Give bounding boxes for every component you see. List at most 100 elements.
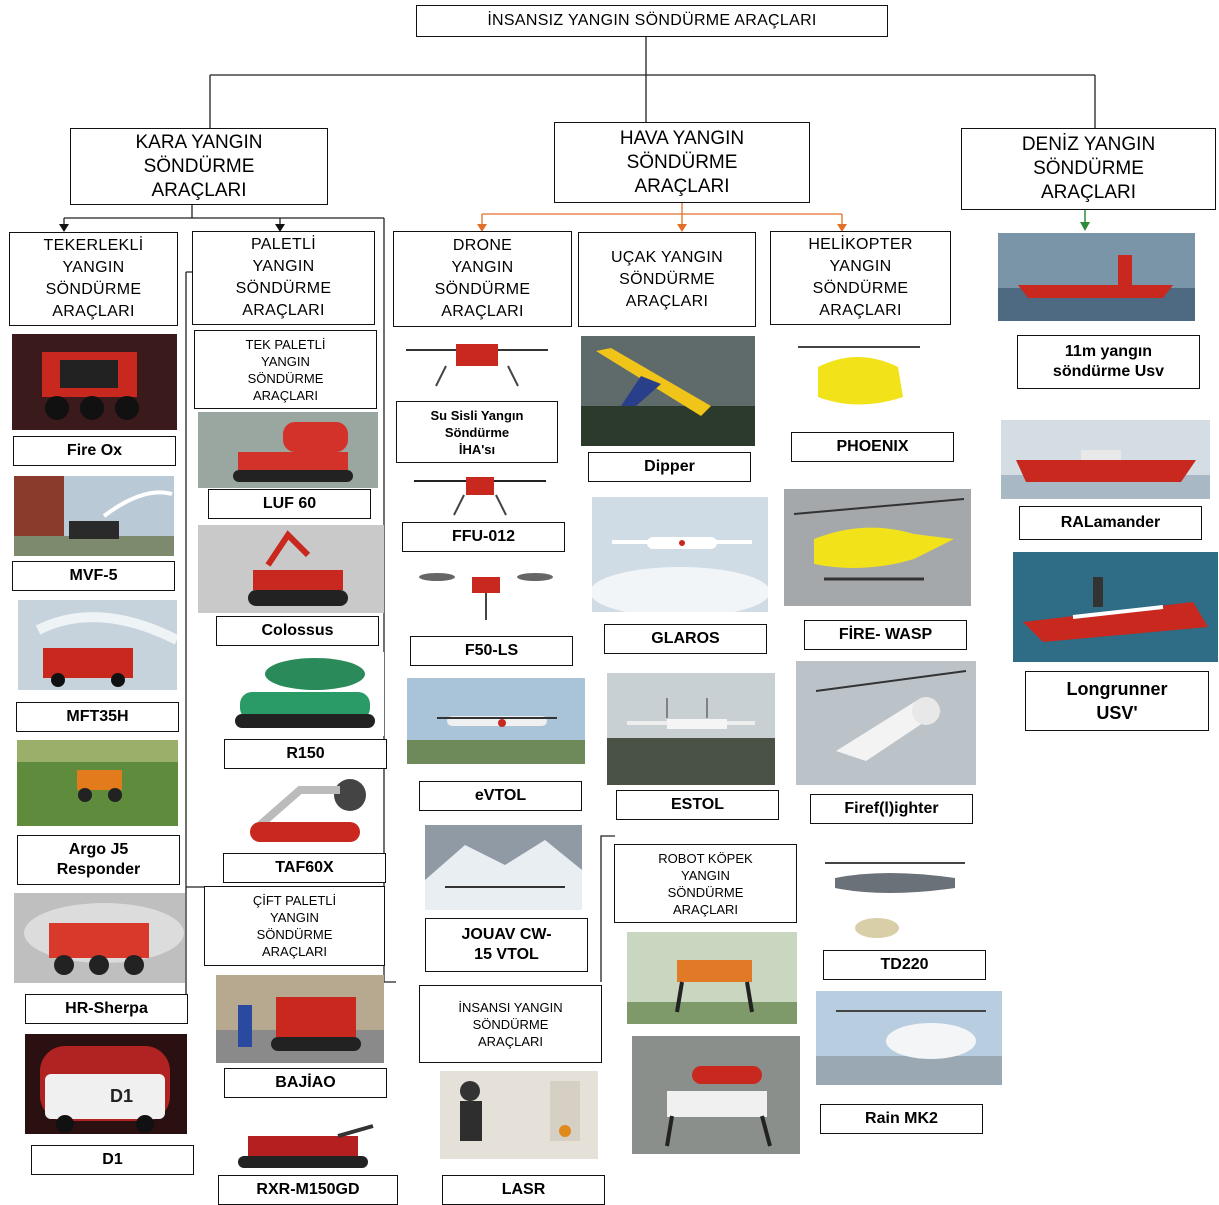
heli-subcategory-box: HELİKOPTER YANGIN SÖNDÜRME ARAÇLARI <box>770 231 951 325</box>
label-ralamander: RALamander <box>1019 506 1202 540</box>
label-luf-60-text: LUF 60 <box>262 495 317 512</box>
label-evtol: eVTOL <box>419 781 582 811</box>
glaros-image <box>592 497 768 612</box>
label-r150-text: R150 <box>286 745 325 762</box>
label-d1: D1 <box>31 1145 194 1175</box>
label-fire-wasp: FİRE- WASP <box>804 620 967 650</box>
r150-image <box>220 652 384 736</box>
label-hr-sherpa: HR-Sherpa <box>25 994 188 1024</box>
single-tracked-title: TEK PALETLİ YANGIN SÖNDÜRME ARAÇLARI <box>245 336 326 403</box>
phoenix-image <box>778 337 940 419</box>
label-dipper: Dipper <box>588 452 751 482</box>
label-phoenix-text: PHOENIX <box>836 438 909 455</box>
label-usv-11m: 11m yangın söndürme Usv <box>1017 335 1200 389</box>
label-mvf-5-text: MVF-5 <box>69 567 118 584</box>
label-firefighter: Firef(l)ighter <box>810 794 973 824</box>
label-lasr: LASR <box>442 1175 605 1205</box>
luf-60-image <box>198 412 378 488</box>
label-dipper-text: Dipper <box>644 458 695 475</box>
sea-category-title: DENİZ YANGIN SÖNDÜRME ARAÇLARI <box>1021 134 1156 203</box>
f50-ls-image <box>412 565 560 629</box>
label-ralamander-text: RALamander <box>1060 514 1161 531</box>
usv-11m-image <box>998 233 1195 321</box>
root-title: İNSANSIZ YANGIN SÖNDÜRME ARAÇLARI <box>487 12 817 29</box>
firefighter-heli-image <box>796 661 976 785</box>
label-usv-11m-text: 11m yangın söndürme Usv <box>1052 343 1165 380</box>
air-category-title: HAVA YANGIN SÖNDÜRME ARAÇLARI <box>619 127 745 197</box>
label-longrunner-text: Longrunner USV' <box>1066 679 1168 723</box>
colossus-image <box>198 525 384 613</box>
label-hr-sherpa-text: HR-Sherpa <box>65 1000 148 1017</box>
taf60x-image <box>240 770 380 852</box>
label-fire-ox: Fire Ox <box>13 436 176 466</box>
robot-dog-2-image <box>632 1036 800 1154</box>
label-rain-mk2: Rain MK2 <box>820 1104 983 1134</box>
label-taf60x-text: TAF60X <box>275 859 334 876</box>
label-longrunner: Longrunner USV' <box>1025 671 1209 731</box>
dipper-image <box>581 336 755 446</box>
mvf-5-image <box>14 476 174 556</box>
heli-title: HELİKOPTER YANGIN SÖNDÜRME ARAÇLARI <box>808 236 913 319</box>
fire-wasp-image <box>784 489 971 606</box>
label-estol-text: ESTOL <box>670 796 725 813</box>
label-phoenix: PHOENIX <box>791 432 954 462</box>
water-mist-drone-title: Su Sisli Yangın Söndürme İHA'sı <box>430 407 524 457</box>
root-title-box: İNSANSIZ YANGIN SÖNDÜRME ARAÇLARI <box>416 5 888 37</box>
ralamander-image <box>1001 420 1210 499</box>
single-tracked-box: TEK PALETLİ YANGIN SÖNDÜRME ARAÇLARI <box>194 330 377 409</box>
robot-dog-1-image <box>627 932 797 1024</box>
rxr-m150gd-image <box>228 1122 380 1174</box>
water-mist-drone-image <box>396 330 558 396</box>
wheeled-title: TEKERLEKLİ YANGIN SÖNDÜRME ARAÇLARI <box>43 237 144 320</box>
label-bajiao: BAJİAO <box>224 1068 387 1098</box>
bajiao-image <box>216 975 384 1063</box>
plane-subcategory-box: UÇAK YANGIN SÖNDÜRME ARAÇLARI <box>578 232 756 327</box>
label-bajiao-text: BAJİAO <box>275 1074 336 1091</box>
double-tracked-box: ÇİFT PALETLİ YANGIN SÖNDÜRME ARAÇLARI <box>204 886 385 966</box>
humanoid-title: İNSANSI YANGIN SÖNDÜRME ARAÇLARI <box>458 999 563 1049</box>
label-glaros: GLAROS <box>604 624 767 654</box>
air-category-box: HAVA YANGIN SÖNDÜRME ARAÇLARI <box>554 122 810 203</box>
double-tracked-title: ÇİFT PALETLİ YANGIN SÖNDÜRME ARAÇLARI <box>252 893 337 959</box>
robot-dog-title: ROBOT KÖPEK YANGIN SÖNDÜRME ARAÇLARI <box>658 850 753 917</box>
label-mft35h-text: MFT35H <box>66 708 129 725</box>
label-fire-ox-text: Fire Ox <box>66 442 123 459</box>
plane-title: UÇAK YANGIN SÖNDÜRME ARAÇLARI <box>610 248 724 310</box>
hr-sherpa-image <box>14 893 185 983</box>
label-td220: TD220 <box>823 950 986 980</box>
label-evtol-text: eVTOL <box>474 787 527 804</box>
longrunner-image <box>1013 552 1218 662</box>
label-luf-60: LUF 60 <box>208 489 371 519</box>
land-category-box: KARA YANGIN SÖNDÜRME ARAÇLARI <box>70 128 328 205</box>
argo-j5-image <box>17 740 178 826</box>
humanoid-box: İNSANSI YANGIN SÖNDÜRME ARAÇLARI <box>419 985 602 1063</box>
label-jouav-text: JOUAV CW- 15 VTOL <box>461 926 552 963</box>
label-mvf-5: MVF-5 <box>12 561 175 591</box>
label-argo-j5: Argo J5 Responder <box>17 835 180 885</box>
tracked-subcategory-box: PALETLİ YANGIN SÖNDÜRME ARAÇLARI <box>192 231 375 325</box>
label-jouav: JOUAV CW- 15 VTOL <box>425 918 588 972</box>
wheeled-subcategory-box: TEKERLEKLİ YANGIN SÖNDÜRME ARAÇLARI <box>9 232 178 326</box>
label-firefighter-text: Firef(l)ighter <box>844 800 939 817</box>
label-ffu-012: FFU-012 <box>402 522 565 552</box>
label-f50-ls-text: F50-LS <box>464 642 519 659</box>
estol-image <box>607 673 775 785</box>
label-colossus: Colossus <box>216 616 379 646</box>
rain-mk2-image <box>816 991 1002 1085</box>
label-mft35h: MFT35H <box>16 702 179 732</box>
label-taf60x: TAF60X <box>223 853 386 883</box>
label-d1-text: D1 <box>102 1151 123 1168</box>
label-fire-wasp-text: FİRE- WASP <box>838 626 933 643</box>
td220-image <box>815 843 970 941</box>
label-argo-j5-text: Argo J5 Responder <box>56 841 141 878</box>
label-estol: ESTOL <box>616 790 779 820</box>
jouav-cw-15-image <box>425 825 582 910</box>
label-f50-ls: F50-LS <box>410 636 573 666</box>
label-colossus-text: Colossus <box>261 622 334 639</box>
label-glaros-text: GLAROS <box>651 630 720 647</box>
tracked-title: PALETLİ YANGIN SÖNDÜRME ARAÇLARI <box>235 236 332 319</box>
label-td220-text: TD220 <box>880 956 929 973</box>
label-r150: R150 <box>224 739 387 769</box>
fire-ox-image <box>12 334 177 430</box>
label-rxr-m150gd: RXR-M150GD <box>218 1175 398 1205</box>
